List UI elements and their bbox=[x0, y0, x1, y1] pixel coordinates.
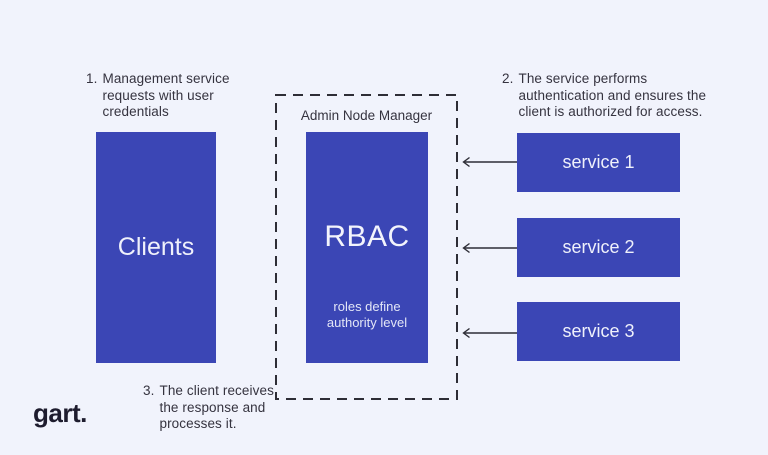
rbac-box: RBAC roles define authority level bbox=[306, 132, 428, 363]
step-1-number: 1. bbox=[86, 71, 98, 86]
arrow-service-1-to-admin bbox=[460, 155, 517, 168]
step-1-annotation: 1. Management service requests with user… bbox=[86, 71, 230, 121]
step-3-line-1: The client receives bbox=[159, 383, 274, 398]
step-2-number: 2. bbox=[502, 71, 514, 86]
step-2-line-3: client is authorized for access. bbox=[518, 104, 703, 119]
gart-logo: gart. bbox=[33, 398, 87, 428]
step-2-line-1: The service performs bbox=[518, 71, 648, 86]
admin-node-manager-group: Admin Node Manager RBAC roles define aut… bbox=[275, 94, 458, 400]
arrow-service-3-to-admin bbox=[460, 326, 517, 339]
step-3-annotation: 3. The client receives the response and … bbox=[143, 383, 274, 433]
admin-node-manager-title: Admin Node Manager bbox=[300, 108, 433, 123]
rbac-note: roles define authority level bbox=[306, 299, 428, 331]
service-2-box: service 2 bbox=[517, 218, 680, 277]
step-1-line-2: requests with user bbox=[102, 87, 214, 103]
step-1-line-1: Management service bbox=[102, 71, 230, 86]
step-3-number: 3. bbox=[143, 383, 155, 398]
rbac-note-line-1: roles define bbox=[333, 299, 401, 314]
clients-label: Clients bbox=[117, 233, 195, 261]
arrow-service-2-to-admin bbox=[460, 241, 517, 254]
step-3-line-3: processes it. bbox=[159, 416, 237, 431]
step-1-line-3: credentials bbox=[102, 104, 169, 119]
rbac-title: RBAC bbox=[324, 220, 410, 253]
step-2-line-2: authentication and ensures the bbox=[518, 87, 707, 103]
clients-box: Clients bbox=[96, 132, 216, 363]
step-2-annotation: 2. The service performs authentication a… bbox=[502, 71, 706, 121]
step-3-line-2: the response and bbox=[159, 399, 266, 415]
rbac-note-line-2: authority level bbox=[326, 315, 408, 330]
service-1-label: service 1 bbox=[562, 152, 635, 172]
dashed-border bbox=[275, 94, 458, 400]
service-3-box: service 3 bbox=[517, 302, 680, 361]
service-1-box: service 1 bbox=[517, 133, 680, 192]
service-3-label: service 3 bbox=[562, 321, 635, 341]
service-2-label: service 2 bbox=[562, 237, 635, 257]
